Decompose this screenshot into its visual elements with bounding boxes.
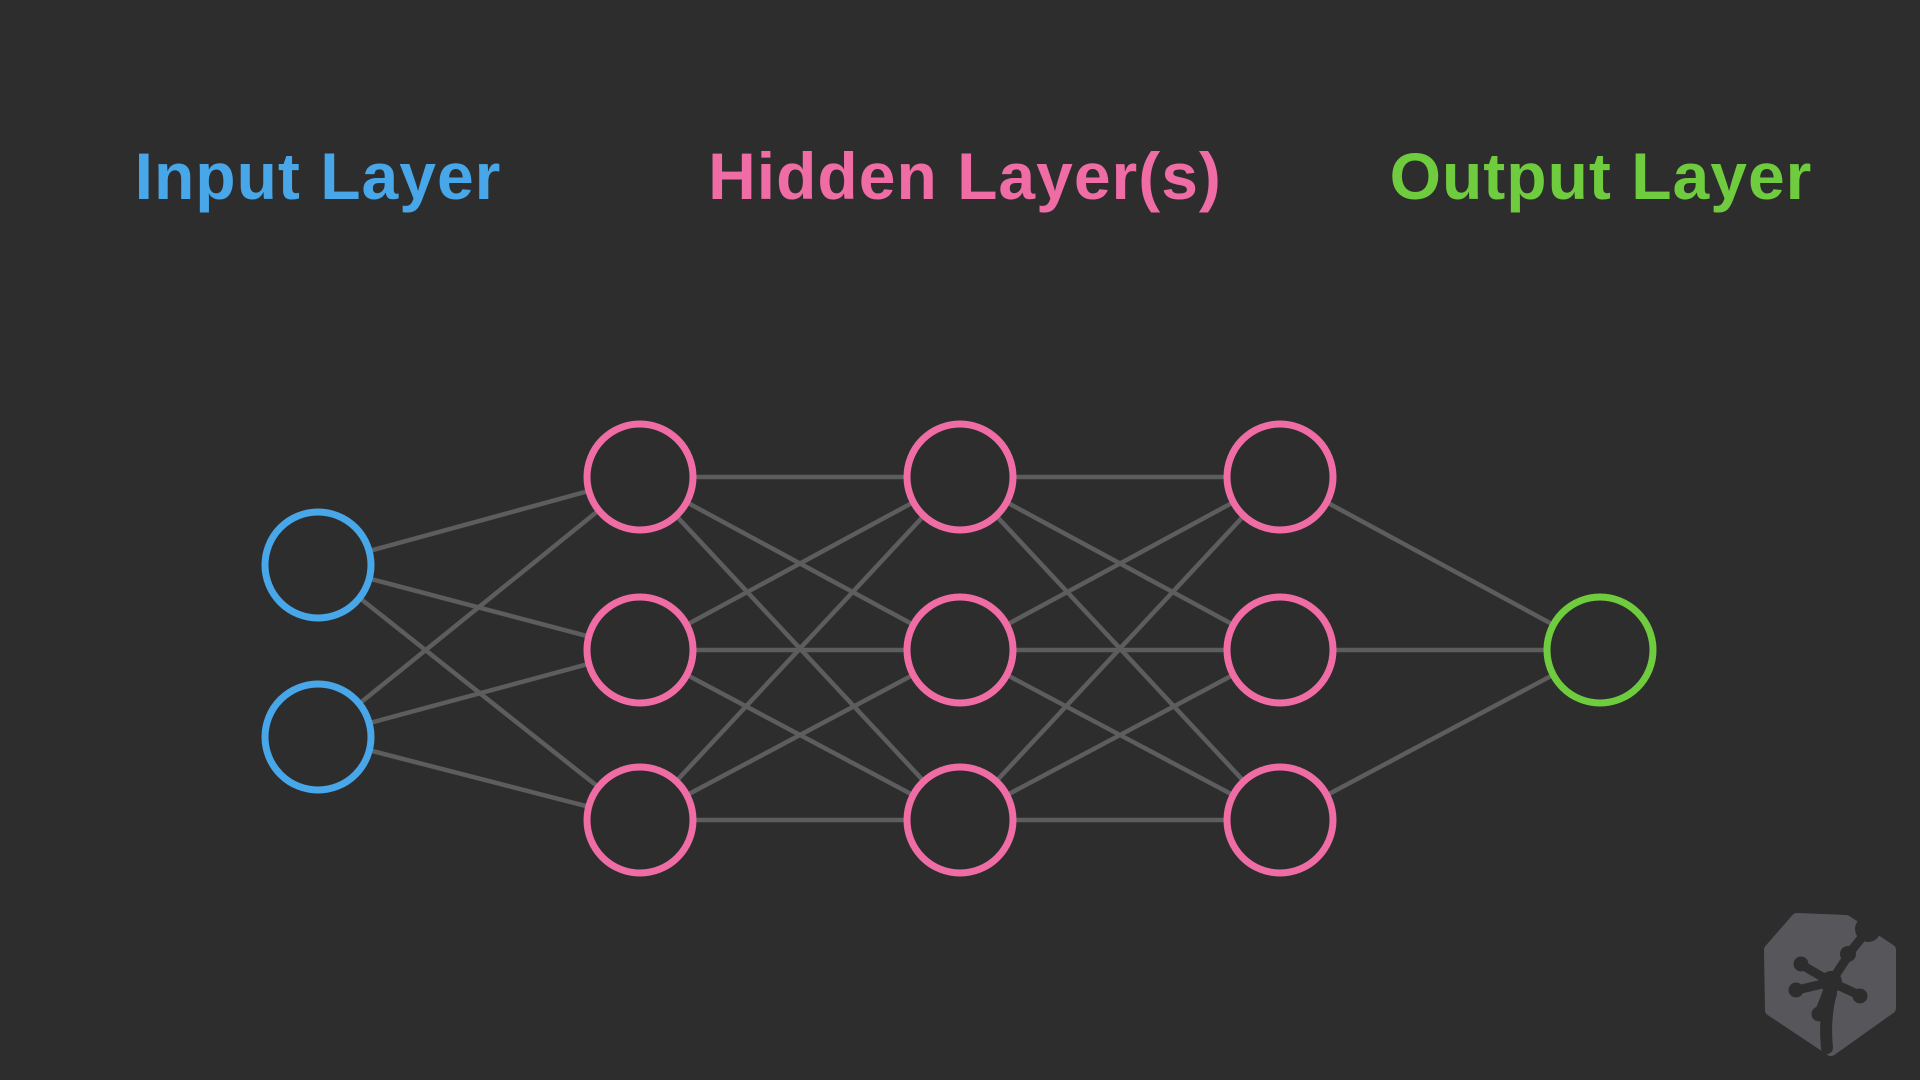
node-hidden-2-1	[903, 420, 1017, 534]
edge-hidden-2-to-hidden-3	[958, 475, 1282, 652]
node-input-1	[261, 508, 375, 622]
node-hidden-2-2	[903, 593, 1017, 707]
edge-input-to-hidden-1	[316, 475, 642, 739]
edge-hidden-1-to-hidden-2	[638, 475, 962, 822]
node-output-1	[1543, 593, 1657, 707]
edge-hidden-2-to-hidden-3	[958, 475, 1282, 822]
logo-branch-channel	[1846, 926, 1872, 956]
logo-branch-tips	[1788, 946, 1868, 1022]
treehouse-logo-icon	[1764, 913, 1896, 1056]
node-hidden-1-3	[583, 763, 697, 877]
node-hidden-1-1	[583, 420, 697, 534]
hidden-layer-label: Hidden Layer(s)	[708, 139, 1222, 213]
edge-hidden-3-to-output	[1278, 648, 1602, 822]
edge-hidden-2-to-hidden-3	[958, 648, 1282, 822]
logo-branch-fingers	[1792, 951, 1864, 1018]
node-hidden-1-2	[583, 593, 697, 707]
logo-branch-trunk	[1820, 987, 1837, 1054]
edge-hidden-1-to-hidden-2	[638, 475, 962, 652]
node-hidden-3-1	[1223, 420, 1337, 534]
node-hidden-3-2	[1223, 593, 1337, 707]
node-input-2	[261, 680, 375, 794]
edge-hidden-1-to-hidden-2	[638, 648, 962, 822]
output-layer-label: Output Layer	[1389, 139, 1813, 213]
input-layer-label: Input Layer	[134, 139, 502, 213]
edge-hidden-3-to-output	[1278, 475, 1602, 652]
node-hidden-3-3	[1223, 763, 1337, 877]
node-hidden-2-3	[903, 763, 1017, 877]
